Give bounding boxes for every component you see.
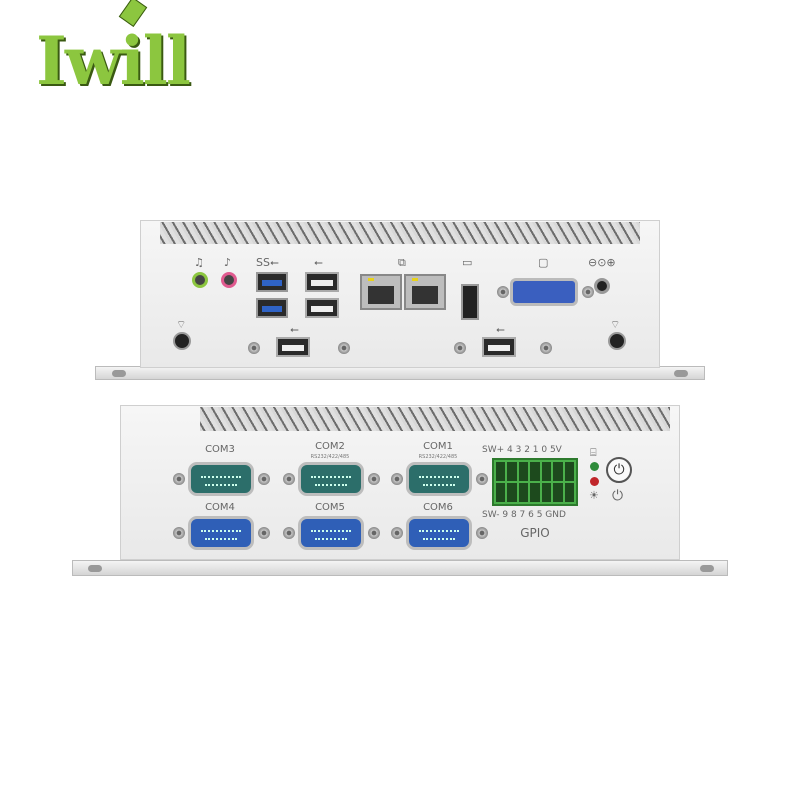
- screw: [497, 286, 509, 298]
- microphone-jack[interactable]: [221, 272, 237, 288]
- usb3-icon: SS⭠: [256, 256, 279, 269]
- hdd-icon: ⌸: [590, 446, 597, 459]
- hdmi-port[interactable]: [461, 284, 479, 320]
- com2-port[interactable]: [298, 462, 364, 496]
- screw: [476, 473, 488, 485]
- usb3-port[interactable]: [256, 298, 288, 318]
- com1-label: COM1: [423, 441, 453, 452]
- screw: [258, 527, 270, 539]
- screw: [338, 342, 350, 354]
- com5-label: COM5: [315, 502, 345, 513]
- mount-hole: [88, 565, 102, 572]
- gpio-label: GPIO: [520, 526, 550, 540]
- com2-sub: RS232/422/485: [310, 454, 350, 460]
- screw: [248, 342, 260, 354]
- hdmi-icon: ▭: [462, 256, 473, 269]
- mount-hole: [674, 370, 688, 377]
- screw: [582, 286, 594, 298]
- vga-icon: ▢: [538, 256, 549, 269]
- power-icon: ⏻: [612, 488, 624, 504]
- headphone-jack[interactable]: [192, 272, 208, 288]
- wifi-icon: ⌔: [176, 318, 187, 331]
- wifi-icon: ⌔: [610, 318, 621, 331]
- screw: [391, 527, 403, 539]
- usb2-port[interactable]: [482, 337, 516, 357]
- com3-label: COM3: [205, 444, 235, 455]
- mount-hole: [112, 370, 126, 377]
- usb3-port[interactable]: [256, 272, 288, 292]
- screw: [368, 473, 380, 485]
- screw: [454, 342, 466, 354]
- screw: [173, 527, 185, 539]
- com1-sub: RS232/422/485: [418, 454, 458, 460]
- screw: [173, 473, 185, 485]
- com6-label: COM6: [423, 502, 453, 513]
- usb-icon: ⭠: [290, 323, 299, 336]
- screw: [540, 342, 552, 354]
- heatsink-fins: [160, 222, 640, 244]
- usb-icon: ⭠: [496, 323, 505, 336]
- gpio-top-pin-labels: SW+ 4 3 2 1 0 5V: [482, 445, 562, 455]
- com4-port[interactable]: [188, 516, 254, 550]
- screw: [283, 473, 295, 485]
- com5-port[interactable]: [298, 516, 364, 550]
- dc-power-jack[interactable]: [594, 278, 610, 294]
- screw: [391, 473, 403, 485]
- gpio-terminal-block[interactable]: [492, 458, 578, 506]
- gpio-bottom-pin-labels: SW- 9 8 7 6 5 GND: [482, 510, 566, 520]
- com4-label: COM4: [205, 502, 235, 513]
- vga-port[interactable]: [510, 278, 578, 306]
- mount-hole: [700, 565, 714, 572]
- dc-power-icon: ⊖⊙⊕: [588, 256, 616, 269]
- com1-port[interactable]: [406, 462, 472, 496]
- com6-port[interactable]: [406, 516, 472, 550]
- mounting-flange-top: [95, 366, 705, 380]
- usb2-port[interactable]: [276, 337, 310, 357]
- screw: [258, 473, 270, 485]
- mounting-flange-bottom: [72, 560, 728, 576]
- lan-port-1[interactable]: [360, 274, 402, 310]
- headphone-icon: ♫: [194, 256, 204, 269]
- screw: [476, 527, 488, 539]
- power-button[interactable]: ⏻: [606, 457, 632, 483]
- light-icon: ☀: [589, 489, 599, 502]
- usb2-port[interactable]: [305, 272, 339, 292]
- com3-port[interactable]: [188, 462, 254, 496]
- power-led: [590, 477, 599, 486]
- screw: [368, 527, 380, 539]
- heatsink-fins: [200, 407, 670, 431]
- antenna-port[interactable]: [173, 332, 191, 350]
- screw: [283, 527, 295, 539]
- usb-icon: ⭠: [314, 256, 323, 269]
- microphone-icon: ♪: [224, 256, 232, 269]
- antenna-port[interactable]: [608, 332, 626, 350]
- usb3-label: SS: [256, 256, 270, 269]
- lan-port-2[interactable]: [404, 274, 446, 310]
- network-icon: ⧉: [398, 256, 406, 269]
- usb2-port[interactable]: [305, 298, 339, 318]
- hdd-led: [590, 462, 599, 471]
- iwill-logo: Iwill: [36, 22, 191, 100]
- com2-label: COM2: [315, 441, 345, 452]
